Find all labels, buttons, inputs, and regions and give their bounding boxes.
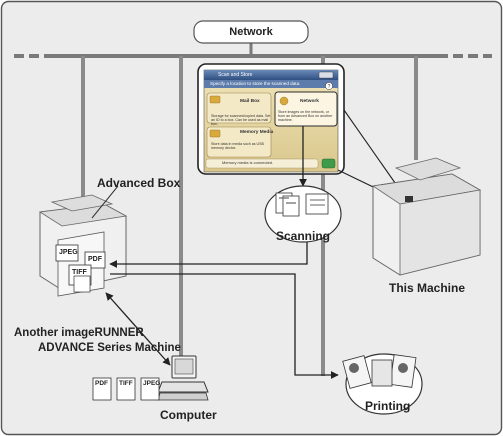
screen-close-button[interactable] xyxy=(318,71,334,79)
computer-doc-pdf-label: PDF xyxy=(95,380,108,387)
memory-media-option-label: Memory Media xyxy=(240,130,274,135)
network-option-description: Store images on the network, or from an … xyxy=(278,110,333,123)
network-option-label: Network xyxy=(300,99,319,104)
this-machine-label: This Machine xyxy=(389,281,466,295)
this-machine-printer xyxy=(371,157,482,276)
scanning-bubble xyxy=(264,185,342,243)
help-icon[interactable] xyxy=(325,82,333,90)
box-documents xyxy=(55,244,106,293)
box-doc-pdf-label: PDF xyxy=(88,256,102,263)
network-option[interactable] xyxy=(274,91,338,127)
mailbox-option-description: Storage for scanned/copied data. Set an … xyxy=(211,114,271,127)
advanced-box-callout xyxy=(91,185,119,219)
svg-text:?: ? xyxy=(328,84,331,90)
advanced-box-label: Advanced Box xyxy=(97,176,181,190)
computer xyxy=(157,355,209,401)
screen-instruction: Specify a location to store the scanned … xyxy=(210,81,301,86)
network-line xyxy=(14,20,492,58)
screen-status-text: Memory media is connected. xyxy=(222,160,274,165)
scanning-label: Scanning xyxy=(276,229,331,243)
computer-documents xyxy=(92,377,160,401)
another-machine-label-line1: Another imageRUNNER xyxy=(14,327,144,339)
box-doc-jpeg-label: JPEG xyxy=(59,249,78,256)
another-machine-label-line2: ADVANCE Series Machine xyxy=(38,342,181,354)
computer-doc-jpeg-label: JPEG xyxy=(143,380,161,387)
screen-title: Scan and Store xyxy=(218,72,253,78)
printing-bubble xyxy=(342,353,423,415)
printing-label: Printing xyxy=(365,399,411,413)
box-to-print-arrow xyxy=(110,273,339,379)
network-label-box xyxy=(193,20,309,44)
computer-label: Computer xyxy=(160,408,217,422)
box-computer-arrow xyxy=(105,292,171,366)
mailbox-option-label: Mail Box xyxy=(240,99,260,104)
memory-media-option-description: Store data in media such as USB memory d… xyxy=(211,142,264,151)
network-label: Network xyxy=(229,26,273,38)
screen-panel: ? xyxy=(197,63,345,175)
mailbox-option[interactable] xyxy=(206,92,272,124)
computer-doc-tiff-label: TIFF xyxy=(119,380,133,387)
memory-media-option[interactable] xyxy=(206,126,272,158)
scan-to-box-arrow xyxy=(109,242,308,268)
screen-ok-button[interactable] xyxy=(321,158,336,169)
screen-title-bar xyxy=(204,70,338,80)
box-doc-tiff-label: TIFF xyxy=(72,269,87,276)
